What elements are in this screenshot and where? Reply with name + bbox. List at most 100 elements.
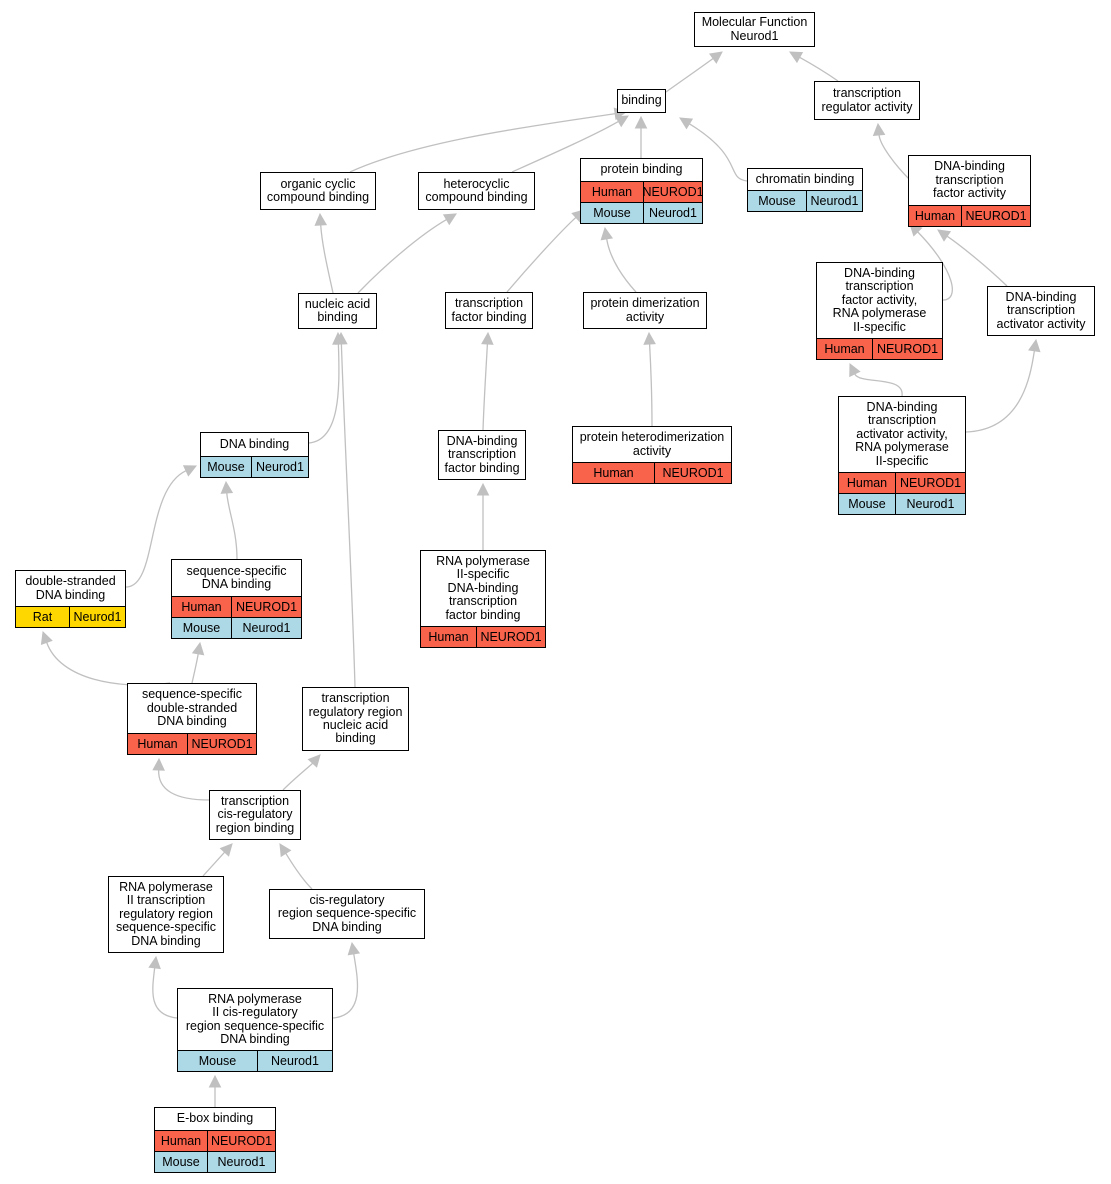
edge-tra-to-mf	[789, 51, 839, 82]
edge-phda-to-pda	[643, 331, 656, 427]
annotation-row: Mouse Neurod1	[172, 617, 301, 638]
node-label: RNA polymerase II cis-regulatory region …	[185, 991, 325, 1046]
node-tcrrb[interactable]: transcription cis-regulatory region bind…	[209, 790, 301, 840]
gene-cell: Neurod1	[231, 618, 301, 638]
species-cell: Human	[593, 466, 634, 480]
edge-crrssdb-to-tcrrb	[279, 843, 313, 890]
edge-nab-to-hcb	[357, 213, 457, 294]
edge-dbtaa2-to-dbtaa	[965, 338, 1041, 433]
node-nab[interactable]: nucleic acid binding	[298, 293, 377, 329]
gene-cell: NEUROD1	[187, 734, 256, 754]
gene-cell: NEUROD1	[476, 627, 545, 647]
node-label: sequence-specific double-stranded DNA bi…	[141, 687, 243, 729]
node-dbtaa[interactable]: DNA-binding transcription activator acti…	[987, 286, 1095, 336]
edge-dbtaa2-to-dbtfa2	[849, 362, 903, 397]
gene-cell: NEUROD1	[207, 1131, 275, 1151]
node-label: transcription regulator activity	[821, 86, 913, 114]
node-tra[interactable]: transcription regulator activity	[814, 81, 920, 120]
edge-dbtaa-to-dbtfa	[937, 229, 1008, 287]
species-cell: Human	[846, 476, 888, 490]
node-label: RNA polymerase II-specific DNA-binding t…	[436, 553, 530, 622]
node-label: DNA-binding transcription factor activit…	[832, 265, 927, 334]
node-label: chromatin binding	[755, 171, 855, 186]
node-label: heterocyclic compound binding	[425, 176, 528, 204]
node-rnaiitrr[interactable]: RNA polymerase II transcription regulato…	[108, 876, 224, 953]
gene-cell: NEUROD1	[895, 473, 965, 493]
edge-tcrrb-to-trrnab	[282, 754, 321, 791]
node-pda[interactable]: protein dimerization activity	[583, 292, 707, 329]
edge-pda-to-pb	[600, 226, 637, 293]
node-ocb[interactable]: organic cyclic compound binding	[260, 172, 376, 210]
species-cell: Mouse	[848, 497, 886, 511]
edge-ssdsdb-to-dsdb	[40, 630, 171, 686]
node-dbtfa2[interactable]: DNA-binding transcription factor activit…	[816, 262, 943, 360]
edge-binding-to-mf	[665, 51, 723, 93]
gene-cell: NEUROD1	[654, 463, 731, 483]
node-label: DNA-binding transcription factor activit…	[933, 159, 1006, 201]
node-label: binding	[621, 93, 662, 108]
node-label: Molecular Function Neurod1	[701, 15, 808, 43]
gene-cell: NEUROD1	[231, 597, 301, 617]
node-rnaiicrr[interactable]: RNA polymerase II cis-regulatory region …	[177, 988, 333, 1072]
species-cell: Mouse	[182, 621, 221, 635]
edge-tfb-to-pb	[506, 209, 585, 293]
annotation-row: Human NEUROD1	[421, 626, 545, 647]
species-cell: Human	[137, 737, 178, 751]
edge-dbtfa-to-tra	[872, 122, 911, 181]
node-label: protein heterodimerization activity	[579, 430, 725, 458]
gene-cell: Neurod1	[643, 203, 702, 223]
node-label: transcription cis-regulatory region bind…	[215, 793, 295, 835]
node-label: double-stranded DNA binding	[25, 574, 116, 602]
node-label: protein dimerization activity	[590, 296, 700, 324]
node-tfb[interactable]: transcription factor binding	[445, 292, 533, 329]
node-label: organic cyclic compound binding	[266, 176, 370, 204]
annotation-row: Mouse Neurod1	[201, 456, 308, 477]
node-label: transcription regulatory region nucleic …	[308, 691, 403, 746]
node-rnadbtfb[interactable]: RNA polymerase II-specific DNA-binding t…	[420, 550, 546, 648]
node-label: DNA binding	[219, 436, 290, 451]
annotation-row: Human NEUROD1	[573, 462, 731, 483]
edge-nab-to-ocb	[314, 212, 334, 294]
node-label: DNA-binding transcription factor binding	[444, 433, 520, 475]
gene-cell: Neurod1	[257, 1051, 332, 1071]
node-mf[interactable]: Molecular Function Neurod1	[694, 12, 815, 47]
edge-ssdsdb-to-ssdb	[191, 641, 205, 684]
gene-cell: NEUROD1	[961, 206, 1030, 226]
node-label: RNA polymerase II transcription regulato…	[115, 879, 217, 948]
node-dbtfa[interactable]: DNA-binding transcription factor activit…	[908, 155, 1031, 227]
species-cell: Mouse	[758, 194, 796, 208]
gene-cell: Neurod1	[251, 457, 308, 477]
species-cell: Human	[591, 185, 633, 199]
edge-dsdb-to-db	[125, 465, 198, 588]
edge-dbtfb-to-tfb	[481, 331, 494, 431]
species-cell: Rat	[32, 610, 53, 624]
node-ssdsdb[interactable]: sequence-specific double-stranded DNA bi…	[127, 683, 257, 755]
species-cell: Mouse	[207, 460, 245, 474]
node-crrssdb[interactable]: cis-regulatory region sequence-specific …	[269, 889, 425, 939]
node-trrnab[interactable]: transcription regulatory region nucleic …	[302, 687, 409, 751]
gene-cell: Neurod1	[895, 494, 965, 514]
node-label: DNA-binding transcription activator acti…	[996, 289, 1086, 331]
node-hcb[interactable]: heterocyclic compound binding	[418, 172, 535, 210]
edge-rnaiicrr-to-rnaiitrr	[148, 955, 178, 1019]
node-binding[interactable]: binding	[617, 89, 666, 113]
species-cell: Human	[428, 630, 469, 644]
node-dbtaa2[interactable]: DNA-binding transcription activator acti…	[838, 396, 966, 515]
node-dbtfb[interactable]: DNA-binding transcription factor binding	[438, 430, 526, 480]
edge-trrnab-to-nab	[335, 331, 356, 688]
